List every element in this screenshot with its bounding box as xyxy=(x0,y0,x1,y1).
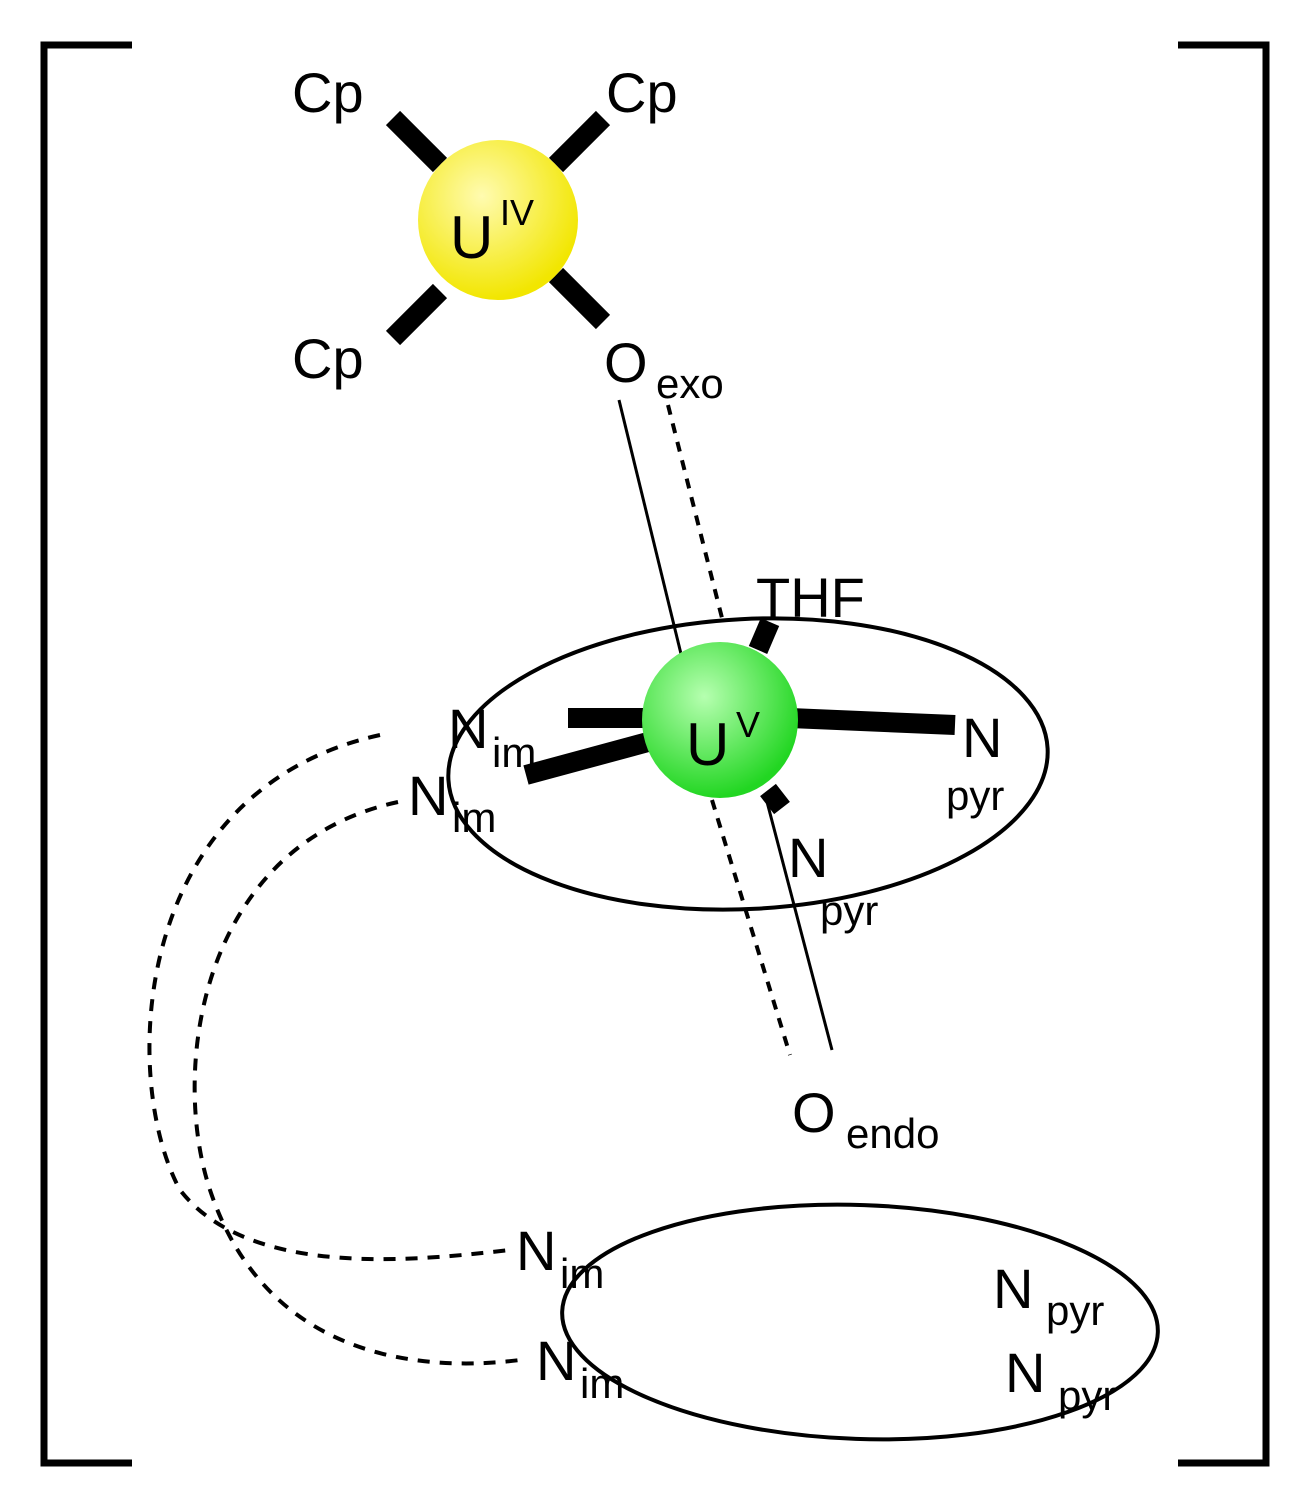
n-pyr-lower-1: N pyr xyxy=(993,1257,1104,1334)
n-im-lower-2-sub: im xyxy=(580,1360,624,1407)
linker-loop-outer xyxy=(147,733,511,1262)
n-pyr-right-main: N xyxy=(962,706,1002,769)
u4-oxidation: IV xyxy=(500,192,534,233)
n-pyr-lower-2-main: N xyxy=(1005,1341,1045,1404)
n-im-upper-2-main: N xyxy=(408,764,448,827)
o-exo-main: O xyxy=(604,331,648,394)
linker-loop-inner xyxy=(192,800,521,1366)
n-pyr-right: N pyr xyxy=(946,706,1004,819)
u4-symbol: U xyxy=(450,204,493,271)
u5-oxidation: V xyxy=(736,704,760,745)
u5-atom: U V xyxy=(642,642,798,798)
n-im-upper-1-main: N xyxy=(448,697,488,760)
o-exo-dashed-bond xyxy=(666,404,724,619)
n-im-upper-1-sub: im xyxy=(492,729,536,776)
u4-sphere xyxy=(418,140,578,300)
n-im-lower-2: N im xyxy=(536,1329,624,1407)
n-pyr-front-sub: pyr xyxy=(820,887,878,934)
o-exo-label: O exo xyxy=(604,331,724,407)
cp-label-top-right: Cp xyxy=(606,61,678,124)
o-exo-sub: exo xyxy=(656,360,724,407)
n-im-lower-2-main: N xyxy=(536,1329,576,1392)
u4-bonds xyxy=(385,110,611,346)
thf-label: THF xyxy=(756,566,865,629)
n-im-lower-1: N im xyxy=(516,1219,604,1297)
u5-symbol: U xyxy=(686,711,729,778)
bracket-left xyxy=(40,41,132,1467)
n-im-upper-1: N im xyxy=(448,697,536,776)
upper-macrocycle-ring xyxy=(446,616,1050,912)
bracket-right xyxy=(1178,41,1270,1467)
o-endo-sub: endo xyxy=(846,1110,939,1157)
o-exo-u5-bond xyxy=(617,399,684,659)
n-im-lower-1-main: N xyxy=(516,1219,556,1282)
cp-label-top-left: Cp xyxy=(292,61,364,124)
n-pyr-front: N pyr xyxy=(788,826,878,934)
n-im-upper-2-sub: im xyxy=(452,794,496,841)
n-im-lower-1-sub: im xyxy=(560,1250,604,1297)
lower-macrocycle-ring xyxy=(560,1202,1160,1442)
u4-atom: U IV xyxy=(418,140,578,300)
n-pyr-lower-1-main: N xyxy=(993,1257,1033,1320)
o-endo-main: O xyxy=(792,1081,836,1144)
n-pyr-lower-1-sub: pyr xyxy=(1046,1287,1104,1334)
n-pyr-right-sub: pyr xyxy=(946,772,1004,819)
cp-label-bottom-left: Cp xyxy=(292,327,364,390)
u5-bonds xyxy=(523,618,956,815)
o-endo-label: O endo xyxy=(792,1081,939,1157)
n-pyr-lower-2-sub: pyr xyxy=(1058,1372,1116,1419)
o-endo-u5-bond xyxy=(764,797,834,1051)
n-pyr-front-main: N xyxy=(788,826,828,889)
n-im-upper-2: N im xyxy=(408,764,496,841)
o-endo-dashed-bond xyxy=(710,799,792,1056)
n-pyr-lower-2: N pyr xyxy=(1005,1341,1116,1419)
u5-sphere xyxy=(642,642,798,798)
